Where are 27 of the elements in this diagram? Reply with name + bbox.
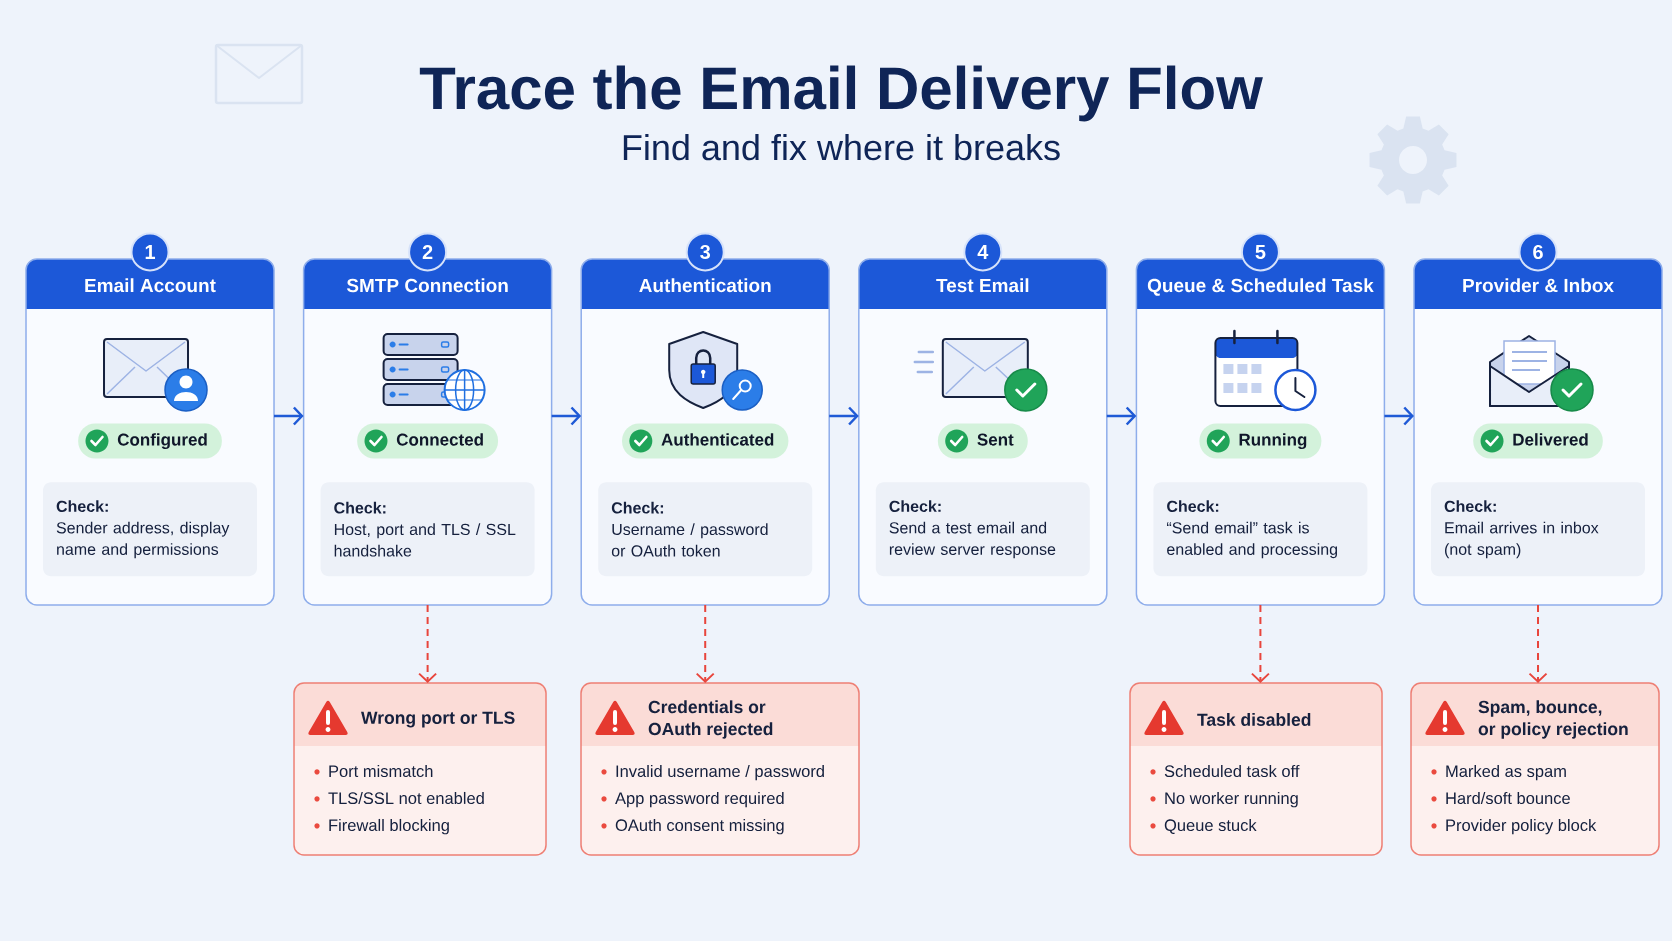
subtitle: Find and fix where it breaks <box>623 133 1060 161</box>
check-panel: Check: Username / password or OAuth token <box>598 482 813 577</box>
number-badge: 1 <box>130 232 170 272</box>
check-panel: Check: Sender address, display name and permissions <box>43 482 257 577</box>
check-panel: Check: Host, port and TLS / SSL handshake <box>320 482 535 577</box>
number-badge: 3 <box>685 232 725 272</box>
title: Trace the Email Delivery Flow <box>419 65 1263 122</box>
number-badge: 4 <box>963 232 1003 272</box>
arrow <box>1106 406 1137 426</box>
number-badge: 6 <box>1518 232 1558 272</box>
number-badge: 5 <box>1240 232 1280 272</box>
error-box: Spam, bounce, or policy rejection Marked as spam Hard/soft bounce Provider policy block <box>1410 682 1660 856</box>
dashed-arrow <box>1250 604 1270 683</box>
arrow <box>1384 406 1414 426</box>
number-badge: 2 <box>408 232 448 272</box>
dashed-arrow <box>1528 604 1548 683</box>
check-panel: Check: Send a test email and review server response <box>875 482 1090 577</box>
arrow <box>551 406 582 426</box>
check-panel: Check: “Send email” task is enabled and processing <box>1153 482 1368 577</box>
error-box: Credentials or OAuth rejected Invalid username / password App password required OAuth consent missing <box>580 682 860 856</box>
arrow <box>829 406 859 426</box>
error-box: Wrong port or TLS Port mismatch TLS/SSL not enabled Firewall blocking <box>293 682 547 856</box>
dashed-arrow <box>418 604 438 683</box>
dashed-arrow <box>695 604 715 683</box>
error-box: Task disabled Scheduled task off No worker running Queue stuck <box>1129 682 1383 856</box>
arrow <box>274 406 304 426</box>
check-panel: Check: Email arrives in inbox (not spam) <box>1431 482 1645 577</box>
